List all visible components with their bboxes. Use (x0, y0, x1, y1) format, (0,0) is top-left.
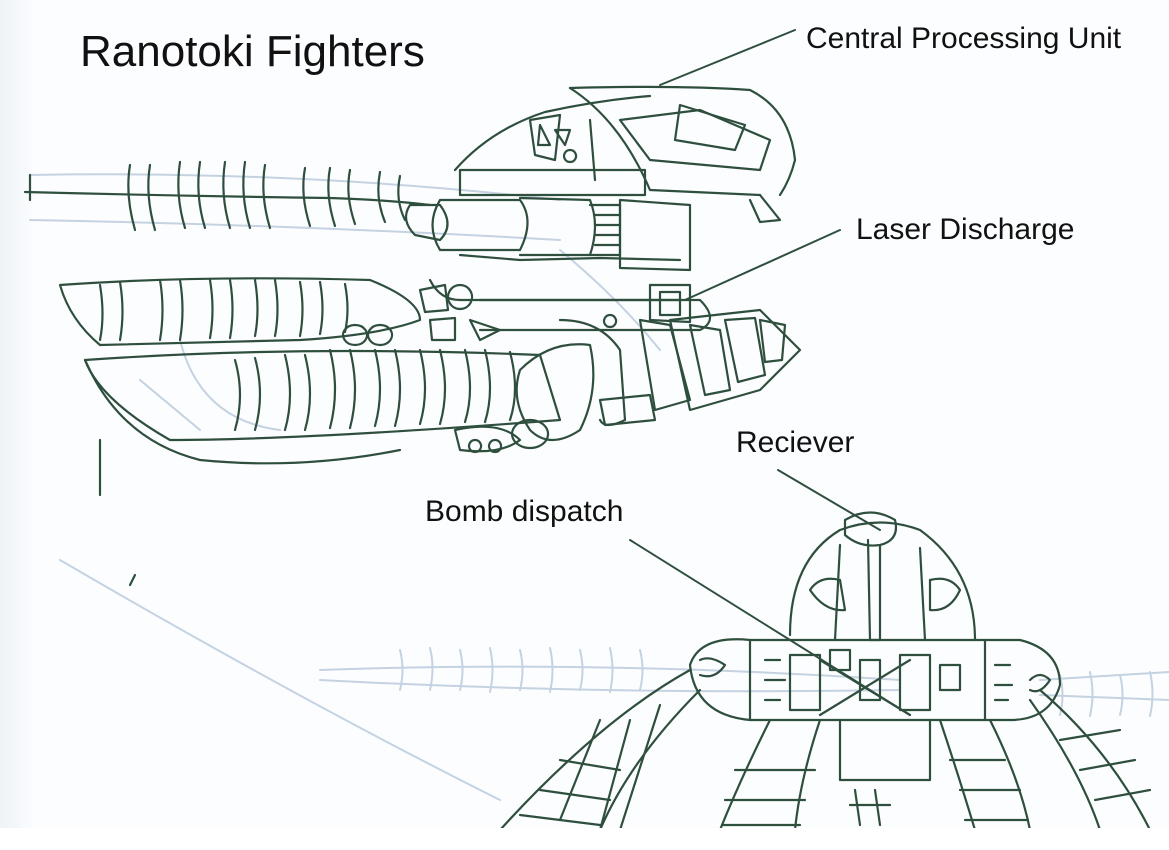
faint-sketch-lines (29, 173, 1169, 801)
receiver-leader-line (777, 469, 881, 531)
paper-bottom-margin (0, 828, 1169, 850)
lower-fighter (498, 511, 1152, 832)
laser-leader-line (684, 229, 841, 301)
label-laser-discharge: Laser Discharge (856, 213, 1075, 246)
label-receiver: Reciever (736, 426, 855, 459)
label-bomb-dispatch: Bomb dispatch (425, 495, 624, 528)
cpu-leader-line (659, 29, 796, 86)
faint-ribs-lower (399, 647, 1154, 717)
leader-lines (629, 29, 911, 716)
label-central-processing-unit: Central Processing Unit (806, 22, 1122, 55)
paper-edge-shadow (0, 0, 34, 850)
upper-fighter (23, 85, 802, 587)
page-title: Ranotoki Fighters (80, 27, 425, 76)
bomb-leader-line (629, 539, 911, 716)
